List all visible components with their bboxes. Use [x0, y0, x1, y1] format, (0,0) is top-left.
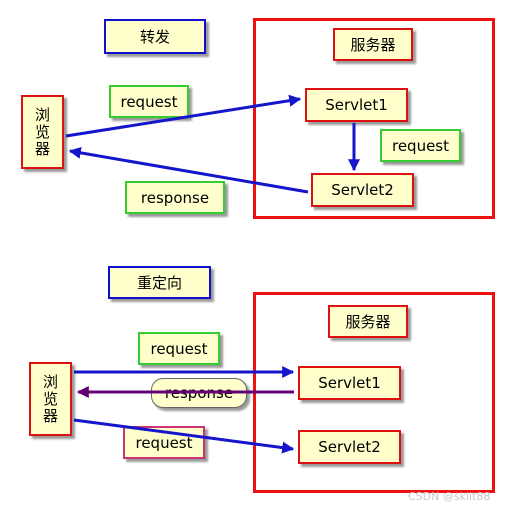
forward-response-label: response [125, 181, 225, 214]
redirect-browser: 浏览器 [29, 362, 72, 436]
watermark: CSDN @sklit88 [408, 490, 491, 503]
redirect-title: 重定向 [108, 266, 211, 299]
forward-server-label: 服务器 [333, 28, 413, 61]
forward-response-arrow [68, 146, 309, 194]
redirect-second-request-arrow [73, 418, 295, 454]
redirect-servlet1: Servlet1 [298, 366, 401, 400]
forward-request-arrow [65, 94, 302, 138]
redirect-first-request-label: request [138, 332, 220, 365]
forward-internal-request-label: request [380, 129, 461, 162]
forward-server-frame [253, 18, 495, 219]
forward-request-label: request [109, 85, 189, 118]
forward-title: 转发 [104, 19, 206, 54]
redirect-servlet2: Servlet2 [298, 430, 401, 464]
forward-servlet1: Servlet1 [305, 88, 408, 122]
redirect-server-label: 服务器 [328, 305, 408, 338]
forward-browser: 浏览器 [21, 95, 64, 169]
redirect-second-request-label: request [123, 426, 205, 459]
forward-servlet2: Servlet2 [311, 173, 414, 207]
